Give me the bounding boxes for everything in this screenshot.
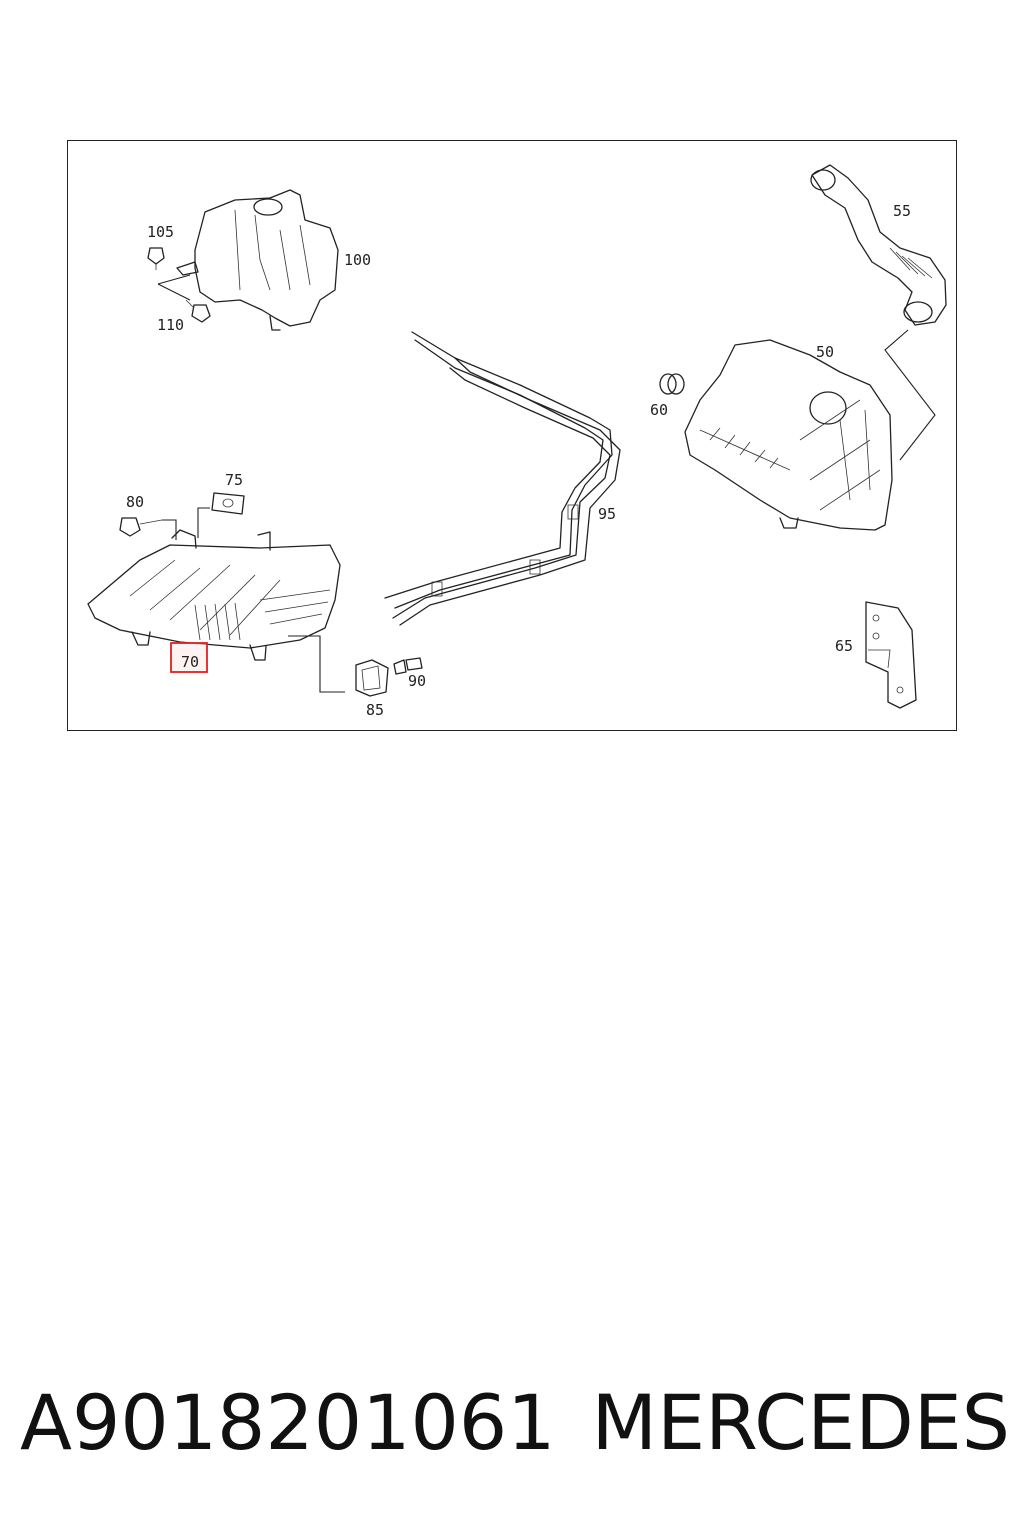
callout-50: 50 [816,343,834,361]
leader-70-85 [288,635,345,693]
callout-55: 55 [893,202,911,220]
callout-95: 95 [598,505,616,523]
screw-110[interactable] [185,299,211,323]
caption: A9018201061 MERCEDES [20,1372,1010,1472]
screw-105[interactable] [147,247,165,270]
leader-75-80 [162,507,210,540]
bracket-65[interactable] [865,601,917,709]
callout-70[interactable]: 70 [181,653,199,671]
highlight-box-70 [170,642,208,673]
headlamp-part[interactable] [87,529,341,661]
pipe-assembly-part[interactable] [384,331,621,626]
part-number: A9018201061 [20,1377,556,1467]
screw-80[interactable] [119,517,163,537]
parts-diagram-frame [67,140,957,731]
parts-diagram: 105 100 110 55 50 60 75 80 95 65 70 90 8… [87,164,947,719]
intake-hose-part[interactable] [810,164,947,326]
grommet-60[interactable] [659,373,685,395]
brand-name: MERCEDES [591,1377,1010,1467]
callout-105: 105 [147,223,174,241]
bulb-90[interactable] [393,657,423,675]
gasket-75[interactable] [211,492,245,515]
leader-105-110 [157,274,191,301]
reservoir-tank-part[interactable] [176,189,339,331]
connector-85[interactable] [355,659,389,697]
callout-75: 75 [225,471,243,489]
callout-100: 100 [344,251,371,269]
callout-85: 85 [366,701,384,719]
callout-90: 90 [408,672,426,690]
leader-55-50 [884,329,936,461]
callout-60: 60 [650,401,668,419]
callout-80: 80 [126,493,144,511]
callout-65: 65 [835,637,853,655]
callout-110: 110 [157,316,184,334]
air-filter-housing-part[interactable] [684,339,893,531]
